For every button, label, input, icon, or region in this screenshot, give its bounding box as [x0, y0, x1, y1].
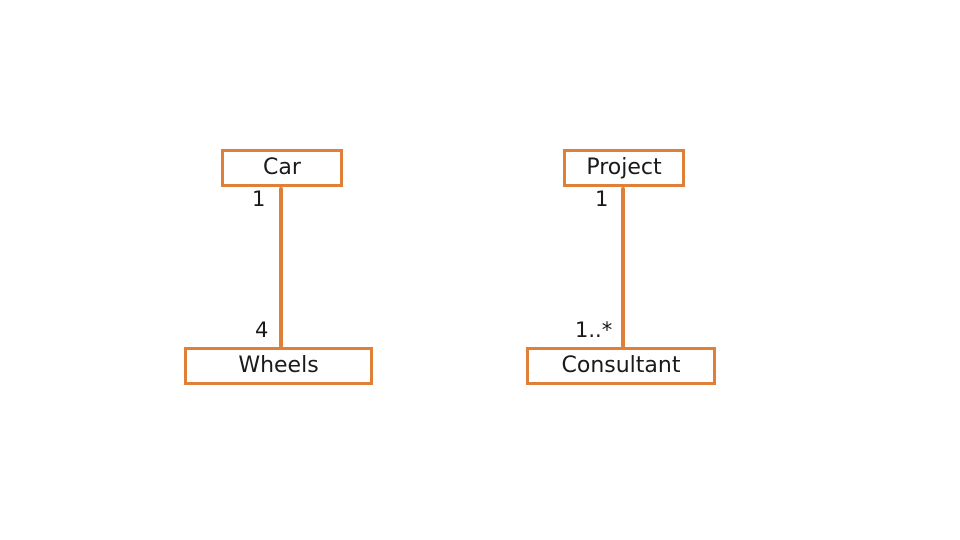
class-box-consultant: Consultant	[526, 347, 716, 385]
association-line-car-wheels	[279, 187, 283, 348]
class-box-wheels: Wheels	[184, 347, 373, 385]
multiplicity-project: 1	[595, 187, 609, 211]
multiplicity-car: 1	[252, 187, 266, 211]
class-name-project: Project	[586, 155, 662, 180]
association-line-project-consultant	[621, 187, 625, 348]
class-box-car: Car	[221, 149, 343, 187]
multiplicity-consultant: 1..*	[575, 318, 613, 342]
class-name-consultant: Consultant	[561, 353, 681, 378]
class-box-project: Project	[563, 149, 685, 187]
multiplicity-wheels: 4	[255, 318, 269, 342]
class-name-car: Car	[263, 155, 301, 180]
class-name-wheels: Wheels	[238, 353, 319, 378]
